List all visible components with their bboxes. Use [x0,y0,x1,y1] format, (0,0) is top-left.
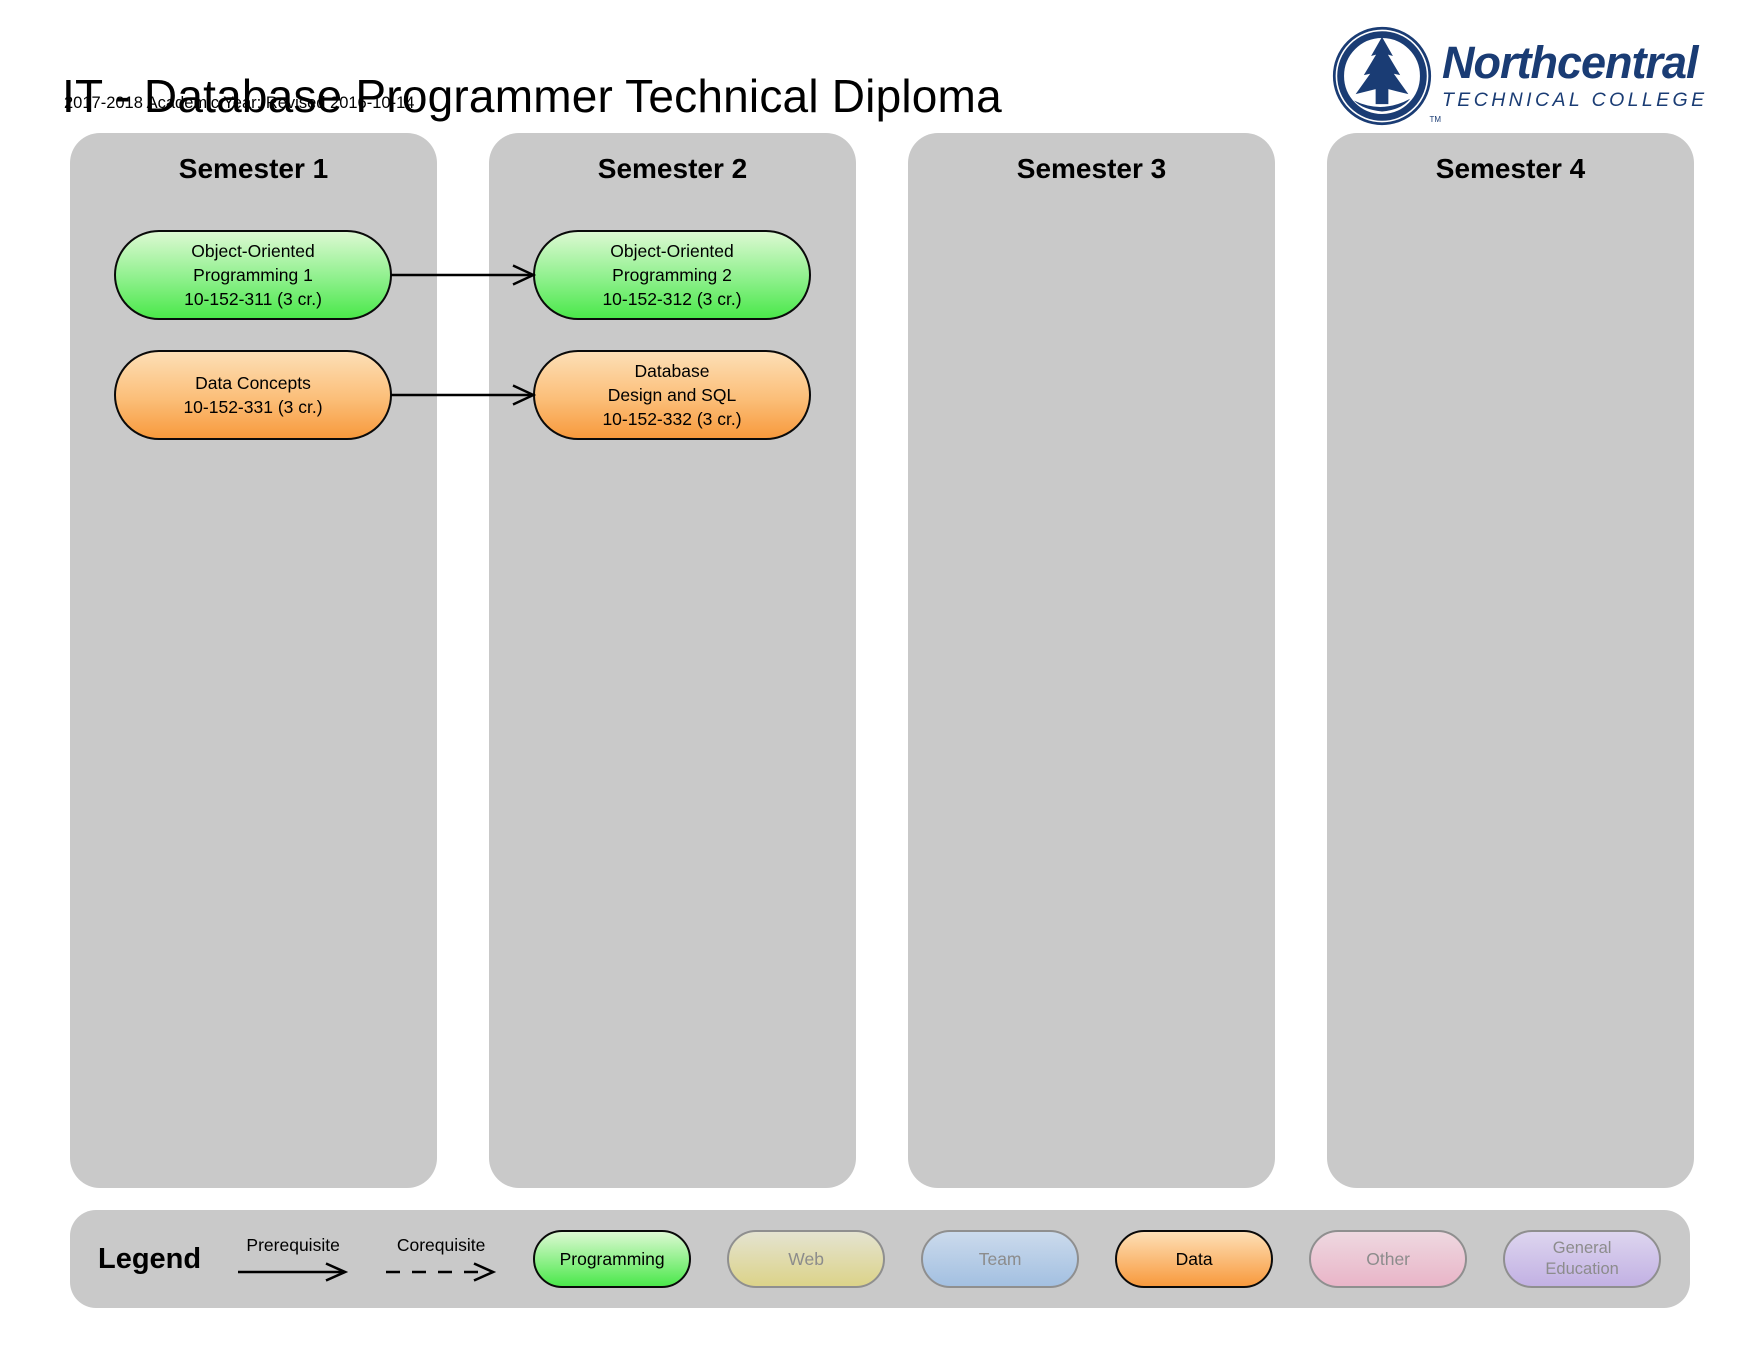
semester-column-3: Semester 3 [908,133,1275,1188]
legend-pill-other: Other [1309,1230,1468,1288]
pine-tree-logo-icon: TM [1332,26,1441,126]
legend-pill-label: General [1552,1239,1612,1257]
prerequisite-arrow-dataconcepts-to-dbsql [391,384,536,406]
legend-pill-label: Data [1175,1248,1213,1269]
legend-title: Legend [98,1242,202,1275]
course-node-data-concepts: Data Concepts 10-152-331 (3 cr.) [114,350,392,440]
course-line: 10-152-311 (3 cr.) [184,289,322,309]
course-line: 10-152-331 (3 cr.) [183,397,323,417]
page-subtitle: 2017-2018 Academic Year; Revised 2016-10… [64,94,415,112]
semester-header: Semester 4 [1435,153,1586,184]
semester-header: Semester 2 [597,153,748,184]
course-node-oop1: Object-Oriented Programming 1 10-152-311… [114,230,392,320]
solid-arrow-icon [238,1262,349,1282]
semester-column-4: Semester 4 [1327,133,1694,1188]
legend-bar: Legend Prerequisite Corequisite Programm… [70,1210,1690,1308]
prerequisite-label: Prerequisite [246,1235,340,1255]
legend-pill-programming: Programming [533,1230,692,1288]
legend-pill-label: Programming [559,1248,665,1269]
course-line: Object-Oriented [610,241,734,261]
semester-header: Semester 1 [178,153,329,184]
prerequisite-key: Prerequisite [237,1235,349,1283]
course-node-oop2: Object-Oriented Programming 2 10-152-312… [533,230,811,320]
legend-pill-label: Education [1545,1260,1619,1278]
legend-pill-web: Web [727,1230,886,1288]
semester-header: Semester 3 [1016,153,1167,184]
logo-wordmark: Northcentral TECHNICAL COLLEGE [1442,40,1708,112]
course-line: Object-Oriented [191,241,315,261]
course-line: Data Concepts [195,373,311,393]
legend-pill-label: Web [788,1248,824,1269]
legend-pill-label: Other [1366,1248,1411,1269]
corequisite-key: Corequisite [385,1235,497,1283]
course-line: Programming 2 [612,265,732,285]
course-line: Programming 1 [193,265,313,285]
dashed-arrow-icon [386,1262,497,1282]
course-line: Database [634,361,710,381]
logo-name: Northcentral [1442,37,1699,88]
trademark-symbol: TM [1429,115,1441,124]
course-line: 10-152-332 (3 cr.) [602,409,742,429]
course-line: Design and SQL [607,385,737,405]
prerequisite-arrow-oop1-to-oop2 [391,264,536,286]
college-logo: TM Northcentral TECHNICAL COLLEGE [1332,26,1704,126]
legend-pill-team: Team [921,1230,1080,1288]
corequisite-label: Corequisite [396,1235,486,1255]
course-line: 10-152-312 (3 cr.) [602,289,742,309]
course-node-db-design-sql: Database Design and SQL 10-152-332 (3 cr… [533,350,811,440]
logo-tagline: TECHNICAL COLLEGE [1442,89,1708,111]
legend-pill-general-education: General Education [1503,1230,1662,1288]
legend-pill-label: Team [978,1248,1022,1269]
legend-pill-data: Data [1115,1230,1274,1288]
page-title: IT - Database Programmer Technical Diplo… [62,69,1002,122]
